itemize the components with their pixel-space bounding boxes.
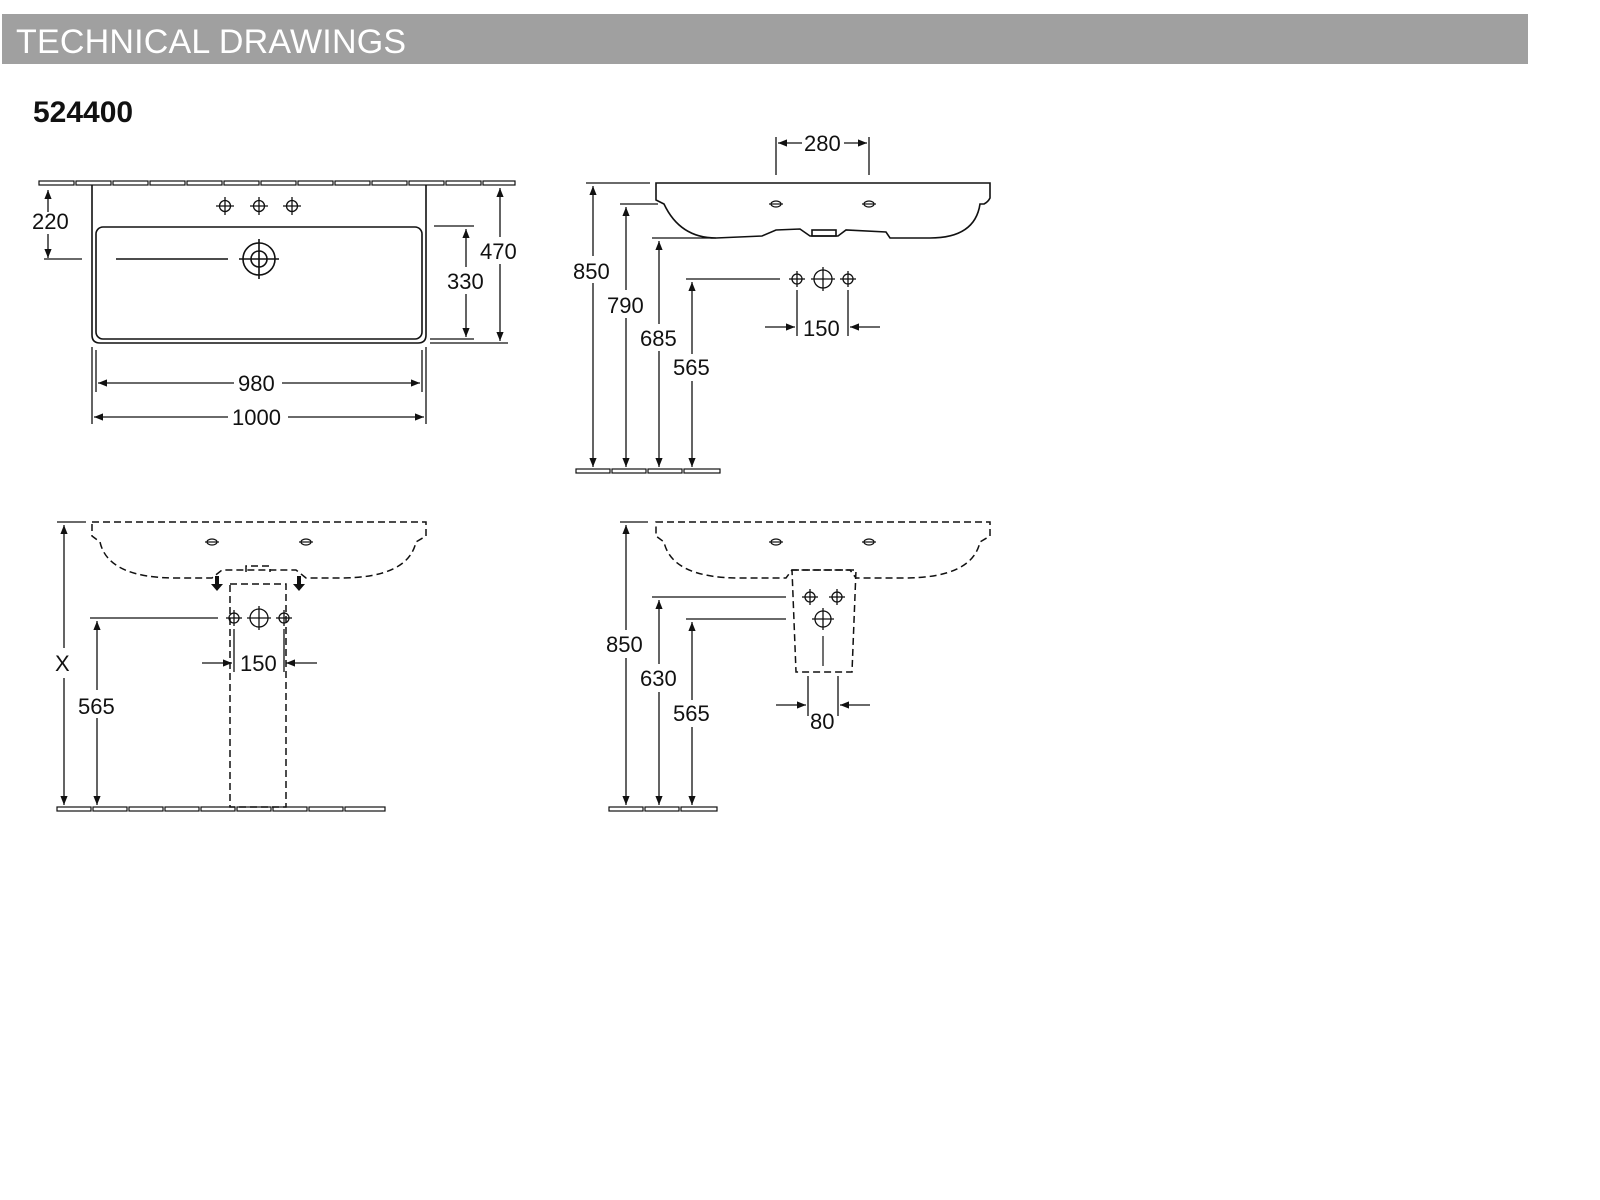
dim-280: 280: [804, 131, 841, 156]
drain-icon: [239, 239, 279, 279]
front-floor-strip: [56, 806, 386, 812]
dim-980: 980: [238, 371, 275, 396]
side-siphon-view: [608, 521, 991, 812]
side-view: [575, 137, 991, 474]
tap-holes-icon: [216, 197, 301, 215]
dim-470: 470: [480, 239, 517, 264]
dim-x: X: [55, 651, 70, 676]
dim-330: 330: [447, 269, 484, 294]
side-connection-icon: [789, 267, 856, 291]
side-basin-outline: [655, 182, 991, 239]
dim-850-siphon: 850: [606, 632, 643, 657]
dim-685: 685: [640, 326, 677, 351]
front-pedestal-view: [56, 521, 427, 812]
dim-790: 790: [607, 293, 644, 318]
siphon-connection-icon: [802, 589, 845, 630]
dim-1000: 1000: [232, 405, 281, 430]
side-floor-strip: [575, 468, 721, 474]
front-mount-holes-icon: [205, 538, 313, 546]
siphon-floor-strip: [608, 806, 718, 812]
siphon-mount-holes-icon: [769, 538, 876, 546]
dim-220: 220: [32, 209, 69, 234]
pedestal-dashed: [229, 583, 287, 808]
product-code: 524400: [33, 96, 134, 129]
top-basin-outline: [91, 185, 427, 344]
top-wall-strip: [38, 180, 516, 186]
header-bar: TECHNICAL DRAWINGS: [2, 14, 1528, 64]
front-basin-dashed: [91, 521, 427, 579]
dim-565: 565: [673, 355, 710, 380]
side-mount-holes-icon: [769, 200, 876, 208]
top-view: [38, 180, 516, 424]
dim-630: 630: [640, 666, 677, 691]
siphon-cover-dashed: [791, 569, 857, 673]
dim-150-front: 150: [240, 651, 277, 676]
dim-565-siphon: 565: [673, 701, 710, 726]
arrow-down-icon: [211, 576, 305, 591]
dim-850: 850: [573, 259, 610, 284]
top-bowl: [95, 226, 423, 340]
dim-80: 80: [810, 709, 834, 734]
page-title: TECHNICAL DRAWINGS: [16, 23, 407, 61]
dim-565-front: 565: [78, 694, 115, 719]
siphon-basin-dashed: [655, 521, 991, 579]
dim-150: 150: [803, 316, 840, 341]
front-connection-icon: [226, 606, 292, 630]
